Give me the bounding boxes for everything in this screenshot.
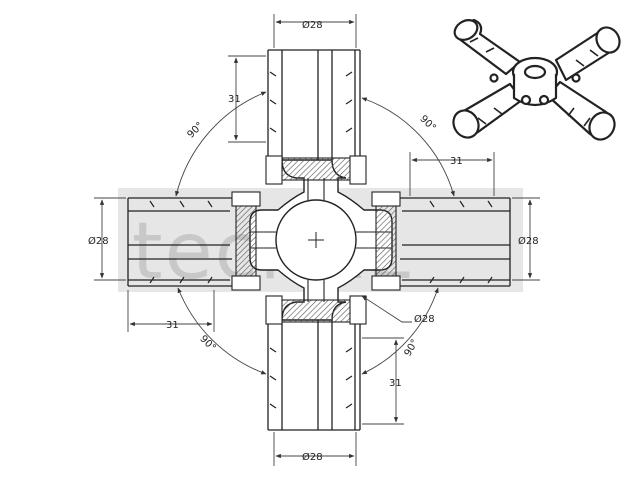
angle-arc-top-right <box>361 97 455 197</box>
angle-arc-bottom-left <box>177 287 267 375</box>
bolts <box>231 155 401 325</box>
cross-connector-iso-icon <box>452 18 621 141</box>
top-tube <box>267 49 361 162</box>
dim-top-diameter: Ø28 <box>302 19 323 31</box>
angle-arc-top-left <box>175 91 267 197</box>
dim-length-top-left: 31 <box>228 94 241 105</box>
dim-length-bottom-left: 31 <box>166 320 179 331</box>
dimension-lines <box>94 14 540 466</box>
dim-center-diameter: Ø28 <box>414 313 435 325</box>
angle-top-right: 90° <box>417 114 437 134</box>
bolt-left <box>235 199 257 283</box>
angle-bottom-left: 90° <box>197 334 217 354</box>
bottom-tube <box>267 318 361 431</box>
dim-length-bottom-right: 31 <box>389 378 402 389</box>
tubes <box>127 49 511 431</box>
dim-length-top-right: 31 <box>450 156 463 167</box>
dim-bottom-diameter: Ø28 <box>302 451 323 463</box>
tube-slots <box>149 71 493 409</box>
bolt-right <box>375 199 397 283</box>
right-tube <box>400 197 511 287</box>
central-body <box>249 159 393 321</box>
bolt-top <box>277 157 359 181</box>
bolt-bottom <box>277 299 359 323</box>
angle-arc-bottom-right <box>361 287 439 375</box>
angle-top-left: 90° <box>186 120 206 140</box>
center-mark <box>308 232 324 248</box>
dim-right-diameter: Ø28 <box>518 235 539 247</box>
angle-bottom-right: 90° <box>403 338 421 359</box>
left-tube <box>127 197 232 287</box>
dim-left-diameter: Ø28 <box>88 235 109 247</box>
